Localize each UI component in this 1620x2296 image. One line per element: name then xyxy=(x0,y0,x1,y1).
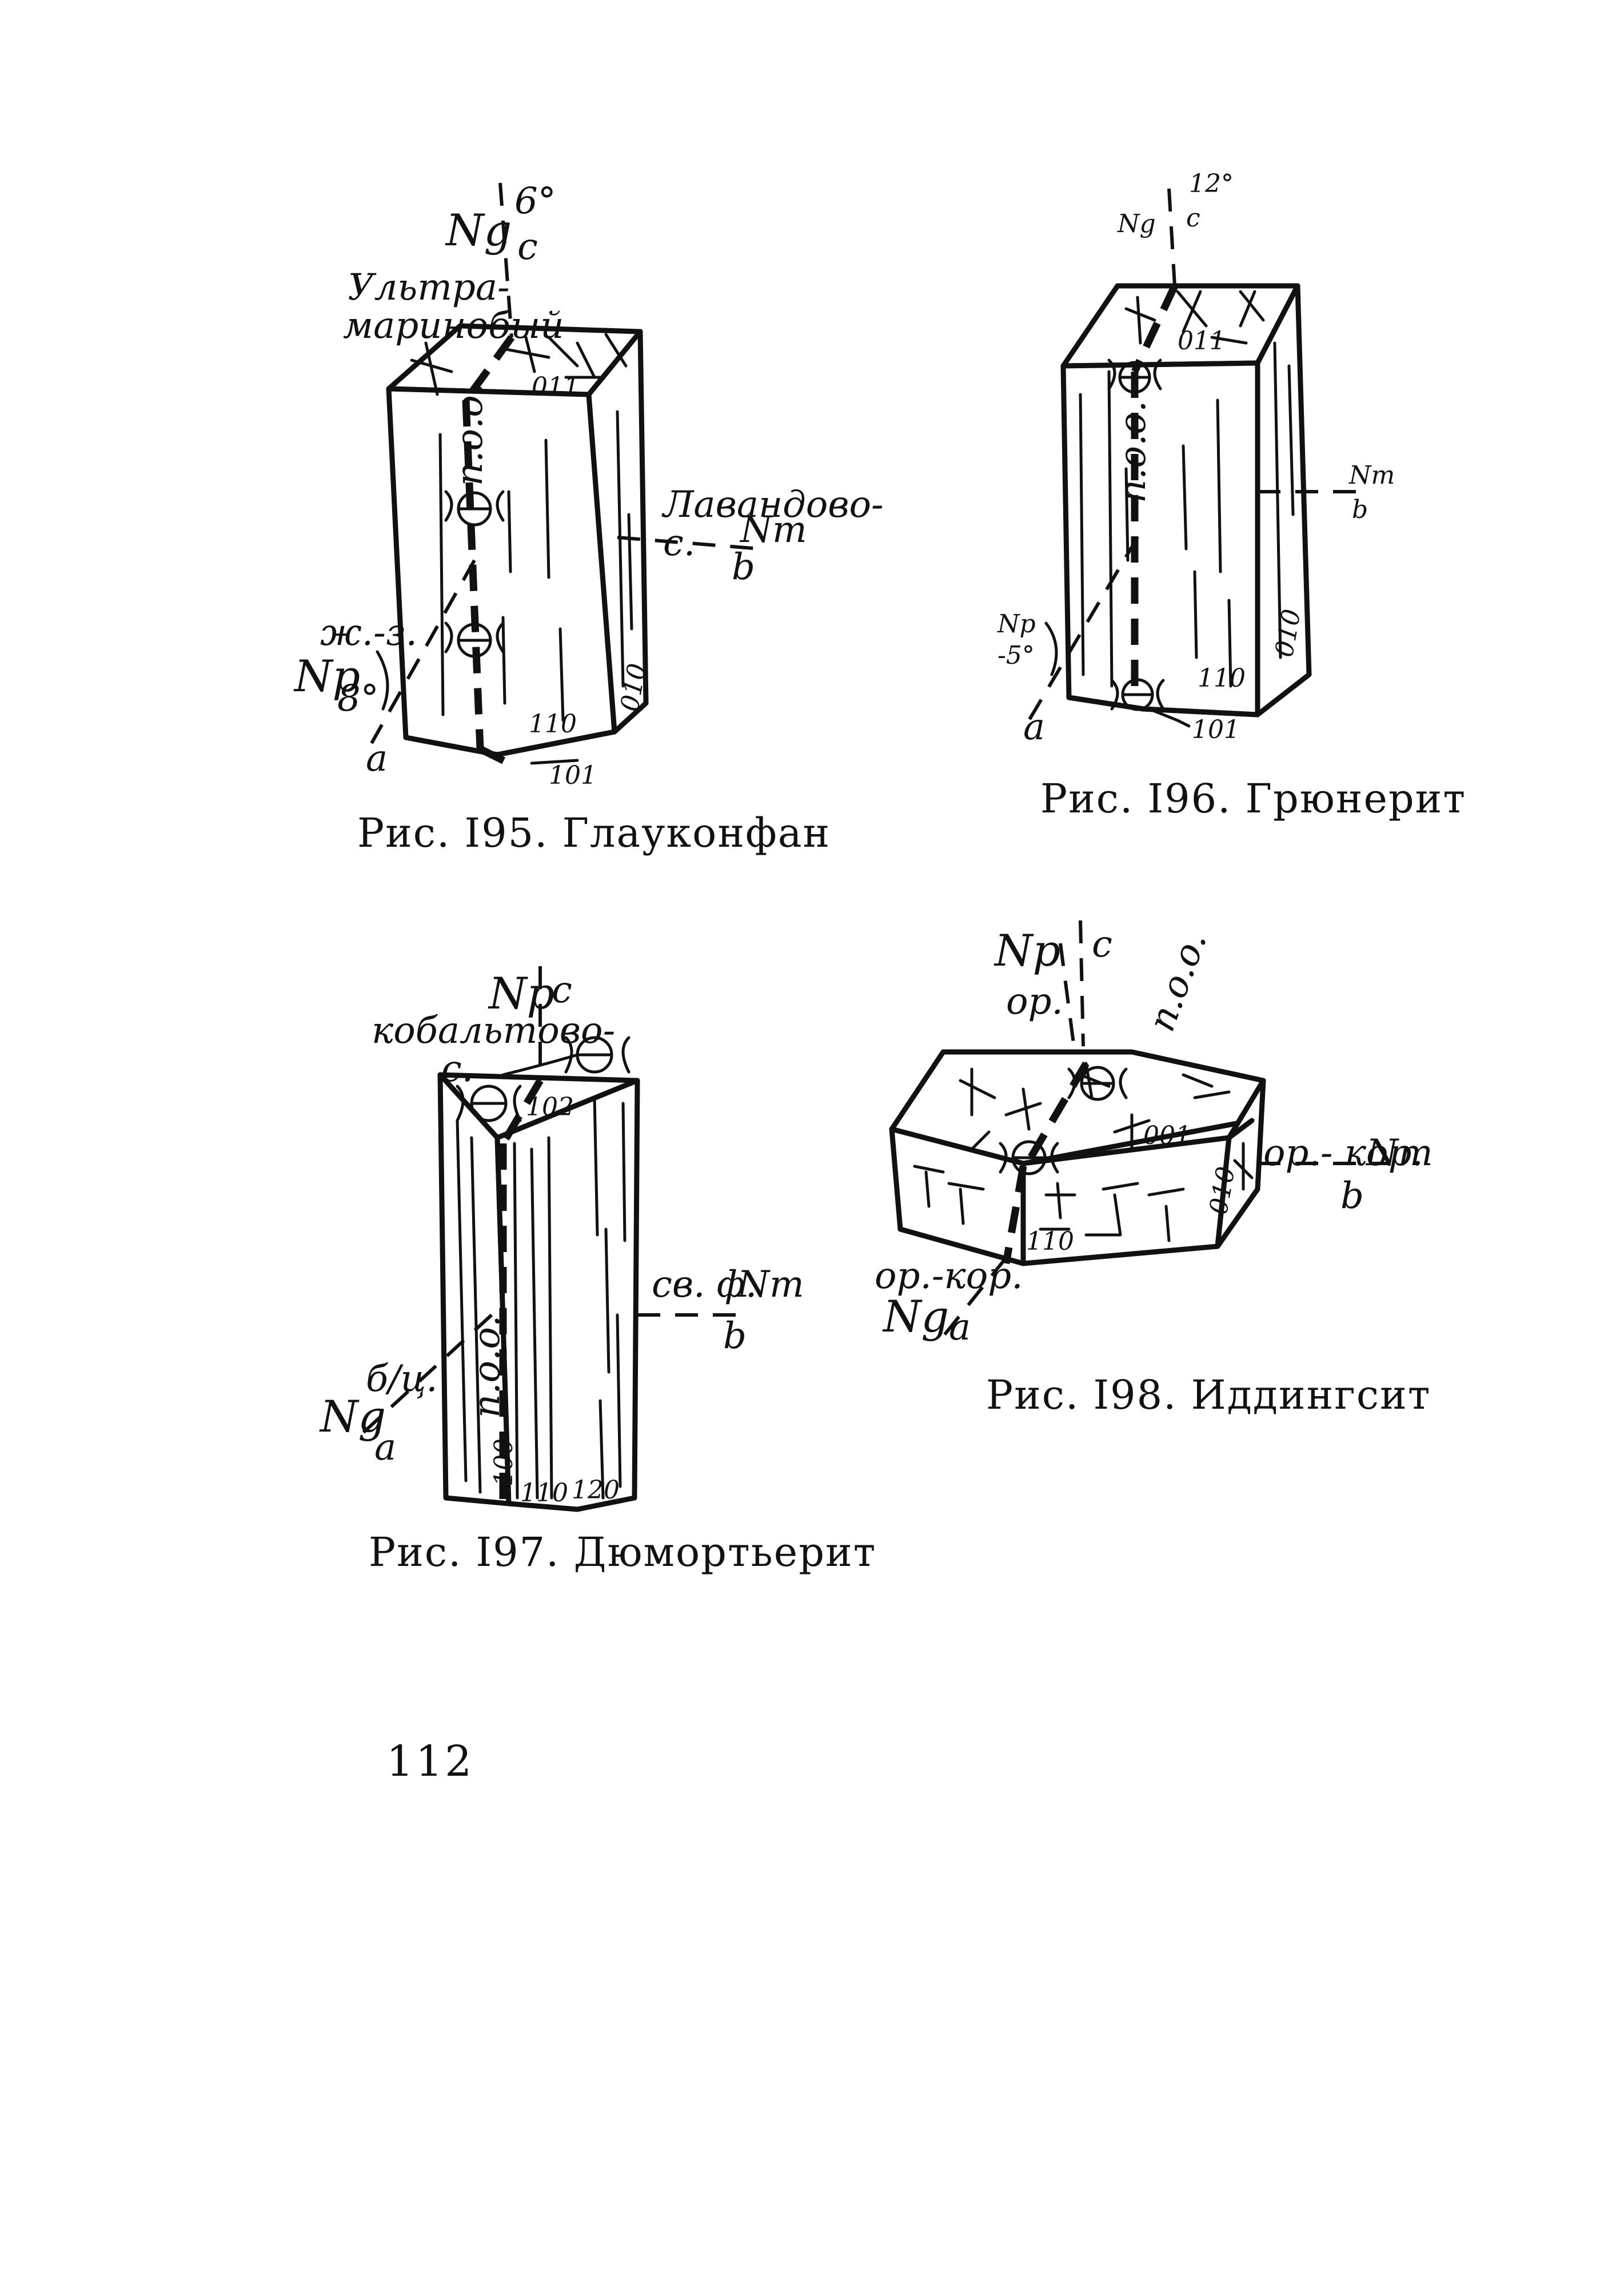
face-101-label: 101 xyxy=(549,761,597,790)
face-101-label: 101 xyxy=(1192,715,1240,744)
color-low-label: б/ц. xyxy=(366,1358,438,1400)
Nm-label: Nm xyxy=(1349,461,1395,490)
Np-label: Np xyxy=(995,925,1061,976)
crystal-drawing-197 xyxy=(353,966,749,1512)
c-label: c xyxy=(552,969,572,1011)
a-label: a xyxy=(949,1306,971,1349)
Ng-label: Ng xyxy=(883,1291,949,1342)
Ng-label: Ng xyxy=(1118,209,1156,238)
b-label: b xyxy=(1340,1175,1364,1217)
crystal-drawing-195 xyxy=(370,182,761,770)
c-label: c xyxy=(1186,204,1200,233)
Np-label: Np xyxy=(294,651,361,701)
color-top-label: ор. xyxy=(1006,980,1063,1023)
figure-caption: Рис. I96. Грюнерит xyxy=(1040,775,1467,822)
color-low-label: ж.-з. xyxy=(320,612,417,654)
crystal-drawing-198 xyxy=(889,920,1389,1345)
page-number: 112 xyxy=(386,1737,474,1786)
color-side-label: св. ф. xyxy=(652,1263,757,1306)
face-100-label: 100 xyxy=(489,1438,518,1486)
face-110-label: 110 xyxy=(520,1478,568,1508)
figure-196: Ng 12° c 011 п.о.о. Nm b Np -5° 010 110 … xyxy=(0,0,1620,829)
Ng-label: Ng xyxy=(320,1391,386,1442)
Np-label: Np xyxy=(997,609,1036,639)
Nm-label: Nm xyxy=(737,1263,804,1306)
face-011-label: 011 xyxy=(1178,326,1226,356)
face-110-label: 110 xyxy=(529,709,577,739)
a-label: a xyxy=(366,738,388,780)
face-011-label: 011 xyxy=(532,372,580,401)
a-label: a xyxy=(1023,706,1046,748)
face-001-label: 001 xyxy=(1143,1121,1191,1150)
angle-low-label: 8° xyxy=(337,677,379,720)
Nm-label: Nm xyxy=(740,509,807,551)
crystal-drawing-196 xyxy=(1027,188,1360,728)
Np-label: Np xyxy=(489,968,555,1019)
face-120-label: 120 xyxy=(572,1476,620,1505)
c-label: c xyxy=(1092,923,1112,966)
figure-caption: Рис. I95. Глауконфан xyxy=(357,810,831,856)
b-label: b xyxy=(732,546,755,588)
figure-197: Np c кобальтово-с. 102 св. ф. Nm b б/ц. … xyxy=(0,0,875,1601)
c-label: c xyxy=(517,226,538,268)
figure-caption: Рис. I97. Дюмортьерит xyxy=(369,1529,877,1576)
angle-top-label: 6° xyxy=(514,180,556,222)
figure-198: Np c ор. п.о.о. 001 ор.- кор. Nm b 010 1… xyxy=(875,920,1433,1418)
b-label: b xyxy=(723,1315,747,1357)
a-label: a xyxy=(374,1426,397,1469)
face-102-label: 102 xyxy=(526,1093,574,1122)
angle-top-label: 12° xyxy=(1189,169,1234,198)
Ng-label: Ng xyxy=(446,205,512,256)
face-110-label: 110 xyxy=(1198,664,1246,693)
color-low-label: ор.-кор. xyxy=(875,1255,1023,1297)
figure-caption: Рис. I98. Иддингсит xyxy=(986,1372,1431,1418)
color-side-label: ор.- кор. xyxy=(1263,1132,1423,1174)
b-label: b xyxy=(1352,495,1368,524)
angle-low-label: -5° xyxy=(997,641,1035,670)
face-110-label: 110 xyxy=(1026,1227,1074,1256)
figure-195: Ng 6° c Ультра-маринобый 011 п.о.о. Лава… xyxy=(0,0,884,892)
Nm-label: Nm xyxy=(1366,1132,1433,1174)
